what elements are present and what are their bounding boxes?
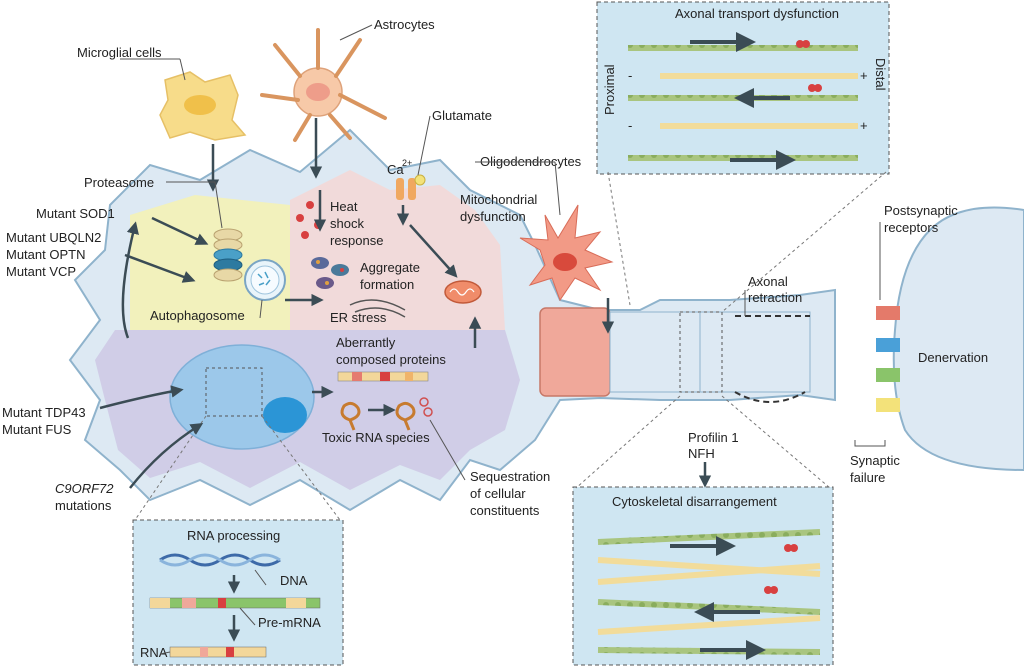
label-mutant-vcp: Mutant VCP <box>6 264 76 279</box>
label-constituents: constituents <box>470 503 540 518</box>
label-ca-charge: 2+ <box>402 158 412 168</box>
pathway-arrows <box>99 118 712 642</box>
axonal-transport-title: Axonal transport dysfunction <box>675 6 839 21</box>
labels: Microglial cells Astrocytes Glutamate Ca… <box>2 6 988 660</box>
minus-end-1: - <box>628 68 632 83</box>
microglial-cell <box>159 71 247 141</box>
label-aggregate: Aggregate <box>360 260 420 275</box>
label-pre-mrna: Pre-mRNA <box>258 615 321 630</box>
toxic-rna-shapes <box>340 397 433 431</box>
label-shock: shock <box>330 216 364 231</box>
yellow-autophagy-zone <box>130 195 290 330</box>
label-formation: formation <box>360 277 414 292</box>
label-profilin: Profilin 1 <box>688 430 739 445</box>
label-er-stress: ER stress <box>330 310 387 325</box>
label-ca-ion: Ca <box>387 162 404 177</box>
cytoskeletal-title: Cytoskeletal disarrangement <box>612 494 777 509</box>
label-nfh: NFH <box>688 446 715 461</box>
label-proteasome: Proteasome <box>84 175 154 190</box>
label-receptors: receptors <box>884 220 939 235</box>
label-rna: RNA <box>140 645 168 660</box>
label-c9orf72: C9ORF72 <box>55 481 114 496</box>
aberrant-protein-bar <box>337 371 429 382</box>
label-aberrantly: Aberrantly <box>336 335 396 350</box>
myelin-sheath <box>539 307 611 397</box>
label-denervation: Denervation <box>918 350 988 365</box>
label-mutant-ubqln2: Mutant UBQLN2 <box>6 230 101 245</box>
label-mutant-optn: Mutant OPTN <box>6 247 85 262</box>
plus-end-1: + <box>860 68 868 83</box>
label-mutant-fus: Mutant FUS <box>2 422 72 437</box>
aggregate-blobs <box>311 257 349 289</box>
nucleus <box>169 344 315 450</box>
oligodendrocyte-cell <box>519 204 614 302</box>
calcium-channel <box>396 174 426 200</box>
proteasome-shape <box>213 228 243 282</box>
label-of-cellular: of cellular <box>470 486 526 501</box>
label-composed-proteins: composed proteins <box>336 352 446 367</box>
label-synaptic: Synaptic <box>850 453 900 468</box>
axon <box>539 307 811 403</box>
plus-end-2: + <box>860 118 868 133</box>
rna-processing-title: RNA processing <box>187 528 280 543</box>
label-dysfunction: dysfunction <box>460 209 526 224</box>
label-glutamate: Glutamate <box>432 108 492 123</box>
label-pointers <box>120 24 881 655</box>
label-mutant-tdp43: Mutant TDP43 <box>2 405 86 420</box>
axonal-transport-box <box>596 1 890 175</box>
nucleolus <box>263 397 307 433</box>
autophagosome-shape <box>244 259 286 301</box>
label-distal: Distal <box>873 58 888 91</box>
label-astrocytes: Astrocytes <box>374 17 435 32</box>
label-microglial-cells: Microglial cells <box>77 45 162 60</box>
label-mutations: mutations <box>55 498 112 513</box>
label-proximal: Proximal <box>602 64 617 115</box>
label-toxic-rna: Toxic RNA species <box>322 430 430 445</box>
label-mutant-sod1: Mutant SOD1 <box>36 206 115 221</box>
label-retraction: retraction <box>748 290 802 305</box>
label-sequestration: Sequestration <box>470 469 550 484</box>
minus-end-2: - <box>628 118 632 133</box>
cytoskeletal-box <box>572 486 834 666</box>
label-heat: Heat <box>330 199 358 214</box>
label-failure: failure <box>850 470 885 485</box>
label-postsynaptic: Postsynaptic <box>884 203 958 218</box>
label-dna: DNA <box>280 573 308 588</box>
postsynaptic-cell <box>892 206 1024 472</box>
label-response: response <box>330 233 383 248</box>
mitochondrion <box>444 280 482 304</box>
label-mitochondrial: Mitochondrial <box>460 192 537 207</box>
postsynaptic-receptors <box>876 306 900 412</box>
astrocyte-cell <box>260 28 387 142</box>
er-stress-shape <box>349 299 406 318</box>
label-axonal: Axonal <box>748 274 788 289</box>
synaptic-failure-bracket <box>854 440 886 447</box>
nucleus-zoom-box <box>205 367 263 417</box>
label-autophagosome: Autophagosome <box>150 308 245 323</box>
